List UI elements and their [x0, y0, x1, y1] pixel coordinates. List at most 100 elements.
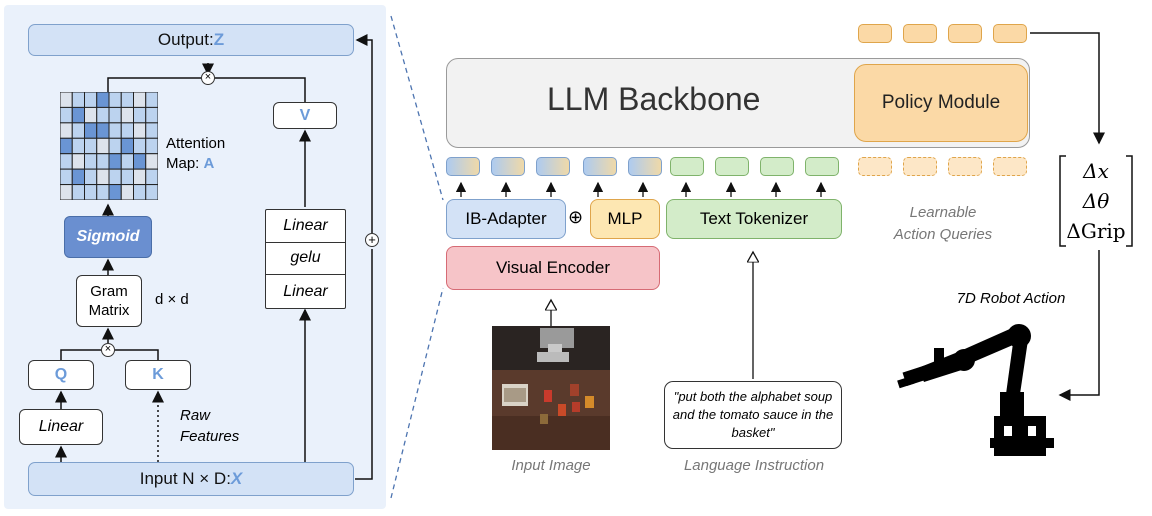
attention-label-line1: Attention [166, 135, 226, 152]
query-token [858, 24, 892, 43]
q-box: Q [28, 360, 94, 390]
linear-box: Linear [19, 409, 103, 445]
action-dgrip: ΔGrip [1066, 219, 1126, 243]
attention-cell [84, 106, 98, 124]
attention-cell [145, 137, 158, 155]
action-dtheta: Δθ [1082, 189, 1110, 213]
attention-label-line2: Map: [166, 155, 204, 172]
instruction-caption: Language Instruction [683, 457, 825, 474]
visual-token [491, 157, 525, 176]
attention-cell [60, 168, 73, 186]
visual-token [583, 157, 617, 176]
stack-gelu: gelu [266, 243, 345, 276]
attention-cell [133, 137, 147, 155]
text-token [715, 157, 749, 176]
raw-features-label: Raw Features [180, 405, 239, 447]
dxd-label: d × d [155, 291, 189, 308]
concat-plus-icon: ⊕ [568, 207, 584, 227]
attention-cell [60, 184, 73, 200]
attention-cell [71, 137, 85, 155]
action-vector: Δx Δθ ΔGrip [1066, 156, 1126, 246]
llm-backbone-label: LLM Backbone [547, 81, 761, 117]
query-token-placeholder [858, 157, 892, 176]
text-token [805, 157, 839, 176]
raw-line2: Features [180, 428, 240, 445]
query-token [948, 24, 982, 43]
attention-cell [60, 137, 73, 155]
residual-add-icon: + [365, 233, 379, 247]
output-var: Z [213, 30, 225, 49]
instruction-box: "put both the alphabet soup and the toma… [664, 381, 842, 449]
attention-cell [84, 153, 98, 170]
visual-token [536, 157, 570, 176]
output-bar: Output: Z [28, 24, 354, 56]
attention-cell [84, 168, 98, 186]
attention-cell [108, 153, 122, 170]
attention-map-grid [60, 92, 158, 200]
attention-cell [120, 184, 134, 200]
attention-cell [145, 106, 158, 124]
query-token-placeholder [993, 157, 1027, 176]
attention-var: A [203, 155, 215, 172]
gram-matrix-box: Gram Matrix [76, 275, 142, 327]
attention-cell [60, 92, 73, 108]
attention-cell [96, 92, 110, 108]
ib-adapter-box: IB-Adapter [446, 199, 566, 239]
robot-action-label: 7D Robot Action [956, 290, 1066, 307]
attention-cell [71, 106, 85, 124]
attention-cell [108, 122, 122, 139]
attention-cell [96, 106, 110, 124]
input-bar: Input N × D: X [28, 462, 354, 496]
attention-cell [60, 106, 73, 124]
visual-token [446, 157, 480, 176]
attention-cell [96, 153, 110, 170]
attention-cell [145, 168, 158, 186]
ffn-stack: Linear gelu Linear [265, 209, 346, 309]
learnable-queries-caption: Learnable Action Queries [880, 202, 1006, 246]
attention-cell [71, 168, 85, 186]
attention-cell [84, 92, 98, 108]
learnable-line1: Learnable [909, 204, 977, 221]
stack-linear-top: Linear [266, 210, 345, 243]
multiply-op-icon-2: × [101, 343, 115, 357]
attention-cell [145, 122, 158, 139]
raw-line1: Raw [180, 407, 211, 424]
attention-cell [133, 92, 147, 108]
attention-cell [108, 184, 122, 200]
text-tokenizer-box: Text Tokenizer [666, 199, 842, 239]
attention-map-label: Attention Map: A [166, 134, 225, 174]
output-label: Output: [157, 30, 214, 49]
visual-token [628, 157, 662, 176]
attention-cell [84, 137, 98, 155]
attention-cell [108, 137, 122, 155]
attention-cell [120, 168, 134, 186]
multiply-op-icon: × [201, 71, 215, 85]
input-label: Input N × D: [139, 469, 231, 488]
policy-module-box: Policy Module [854, 64, 1028, 142]
gram-line2: Matrix [88, 302, 130, 319]
attention-cell [60, 122, 73, 139]
attention-cell [133, 122, 147, 139]
gram-line1: Gram [90, 283, 128, 300]
query-token [993, 24, 1027, 43]
attention-cell [108, 106, 122, 124]
attention-cell [84, 184, 98, 200]
attention-cell [120, 122, 134, 139]
attention-cell [133, 184, 147, 200]
attention-cell [133, 153, 147, 170]
visual-encoder-box: Visual Encoder [446, 246, 660, 290]
text-token [670, 157, 704, 176]
attention-cell [96, 184, 110, 200]
input-image-caption: Input Image [511, 457, 591, 474]
attention-cell [84, 122, 98, 139]
attention-cell [108, 92, 122, 108]
v-box: V [273, 102, 337, 129]
attention-cell [120, 106, 134, 124]
text-token [760, 157, 794, 176]
robot-arm-icon [897, 324, 1054, 456]
input-var: X [230, 469, 243, 488]
k-box: K [125, 360, 191, 390]
attention-cell [96, 168, 110, 186]
attention-cell [145, 184, 158, 200]
